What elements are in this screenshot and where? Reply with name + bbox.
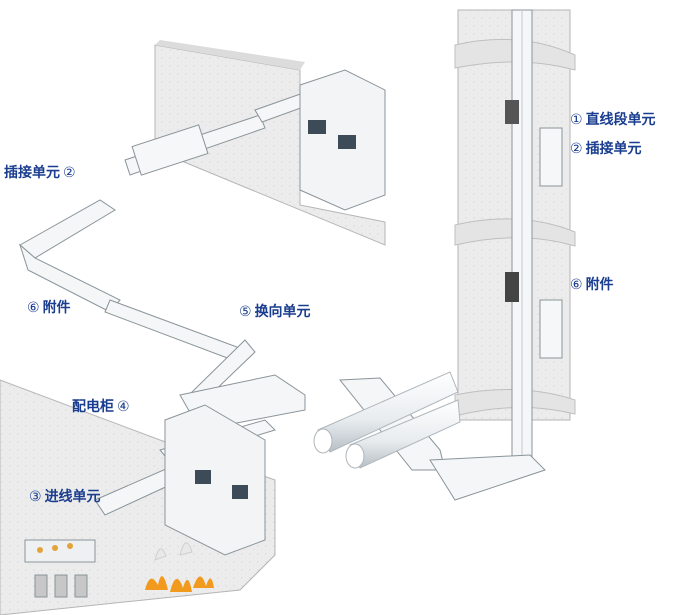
plug-in-box-upper — [539, 127, 563, 187]
plug-in-box-lower — [539, 299, 563, 359]
joint-upper — [505, 100, 519, 124]
lower-distribution-cabinet — [164, 404, 266, 556]
label-text: 附件 — [585, 277, 614, 293]
label-text: 进线单元 — [44, 489, 101, 505]
label-number: ⑥ — [570, 277, 583, 293]
label-number: ⑥ — [27, 300, 40, 316]
label-number: ③ — [29, 489, 42, 505]
label-number: ② — [570, 141, 583, 157]
label-number: ① — [570, 112, 583, 128]
vertical-riser-busway — [505, 9, 563, 466]
upper-busway-run — [124, 69, 386, 211]
incoming-transformer — [24, 539, 96, 598]
accessory-clamp — [505, 272, 519, 302]
label-text: 附件 — [42, 300, 71, 316]
label-number: ⑤ — [239, 304, 252, 320]
label-text: 配电柜 — [72, 399, 114, 415]
label-text: 插接单元 — [585, 141, 642, 157]
label-text: 插接单元 — [4, 165, 60, 181]
fire-icon — [145, 542, 214, 592]
label-text: 换向单元 — [254, 304, 311, 320]
upper-plug-in-unit — [131, 124, 209, 176]
left-busway-run — [18, 199, 256, 401]
label-text: 直线段单元 — [585, 112, 656, 128]
label-number: ② — [63, 165, 76, 181]
pipes — [313, 371, 461, 469]
label-number: ④ — [117, 399, 130, 415]
